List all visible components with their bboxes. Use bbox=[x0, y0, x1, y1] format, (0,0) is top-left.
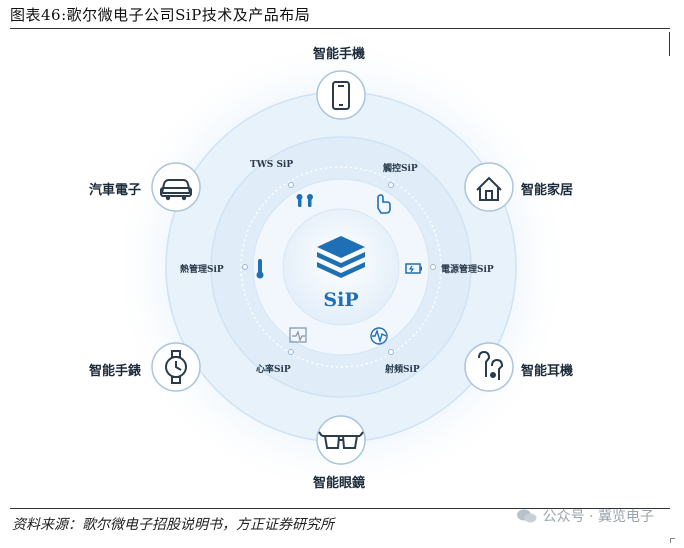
outer-label-smartphone: 智能手機 bbox=[313, 47, 366, 62]
outer-label-smart-earbuds: 智能耳機 bbox=[521, 364, 574, 379]
inner-label-tws-sip: TWS SiP bbox=[250, 160, 294, 170]
smart-home-icon bbox=[476, 176, 502, 201]
stacked-layers-icon bbox=[317, 236, 365, 278]
touch-icon bbox=[377, 194, 391, 214]
smartphone-icon bbox=[332, 81, 350, 110]
figure-title: 图表46:歌尔微电子公司SiP技术及产品布局 bbox=[10, 6, 311, 24]
bottom-rule bbox=[10, 508, 670, 509]
inner-label-rf-sip: 射頻SiP bbox=[385, 365, 420, 375]
earbuds-icon bbox=[296, 194, 313, 207]
smartwatch-icon bbox=[165, 350, 187, 384]
inner-label-thermal-sip: 熱管理SiP bbox=[180, 265, 224, 275]
outer-label-smart-glasses: 智能眼鏡 bbox=[313, 476, 366, 491]
heart-rate-icon bbox=[289, 327, 307, 343]
inner-dots bbox=[242, 182, 436, 355]
car-icon bbox=[160, 179, 192, 201]
outer-label-auto-electronics: 汽車電子 bbox=[89, 183, 142, 198]
inner-label-touch-sip: 觸控SiP bbox=[383, 164, 418, 174]
right-tick bbox=[669, 32, 670, 56]
outer-label-smart-home: 智能家居 bbox=[521, 183, 574, 198]
wechat-icon bbox=[516, 509, 537, 523]
earbuds-icon bbox=[478, 350, 504, 380]
inner-label-heart-rate-sip: 心率SiP bbox=[256, 365, 291, 375]
battery-icon bbox=[405, 263, 422, 274]
watermark: 公众号 · 冀览电子 bbox=[516, 506, 654, 526]
center-label: SiP bbox=[323, 289, 358, 311]
rf-wave-icon bbox=[370, 327, 388, 345]
corner-mark bbox=[670, 538, 675, 543]
inner-label-power-sip: 電源管理SiP bbox=[441, 265, 494, 275]
smart-glasses-icon bbox=[318, 431, 364, 449]
watermark-text: 公众号 · 冀览电子 bbox=[542, 509, 654, 525]
outer-label-smartwatch: 智能手錶 bbox=[89, 364, 142, 379]
thermometer-icon bbox=[256, 259, 264, 279]
top-rule bbox=[10, 28, 670, 29]
inner-dotted-ring bbox=[240, 166, 442, 368]
source-note: 资料来源：歌尔微电子招股说明书，方正证券研究所 bbox=[12, 517, 334, 533]
